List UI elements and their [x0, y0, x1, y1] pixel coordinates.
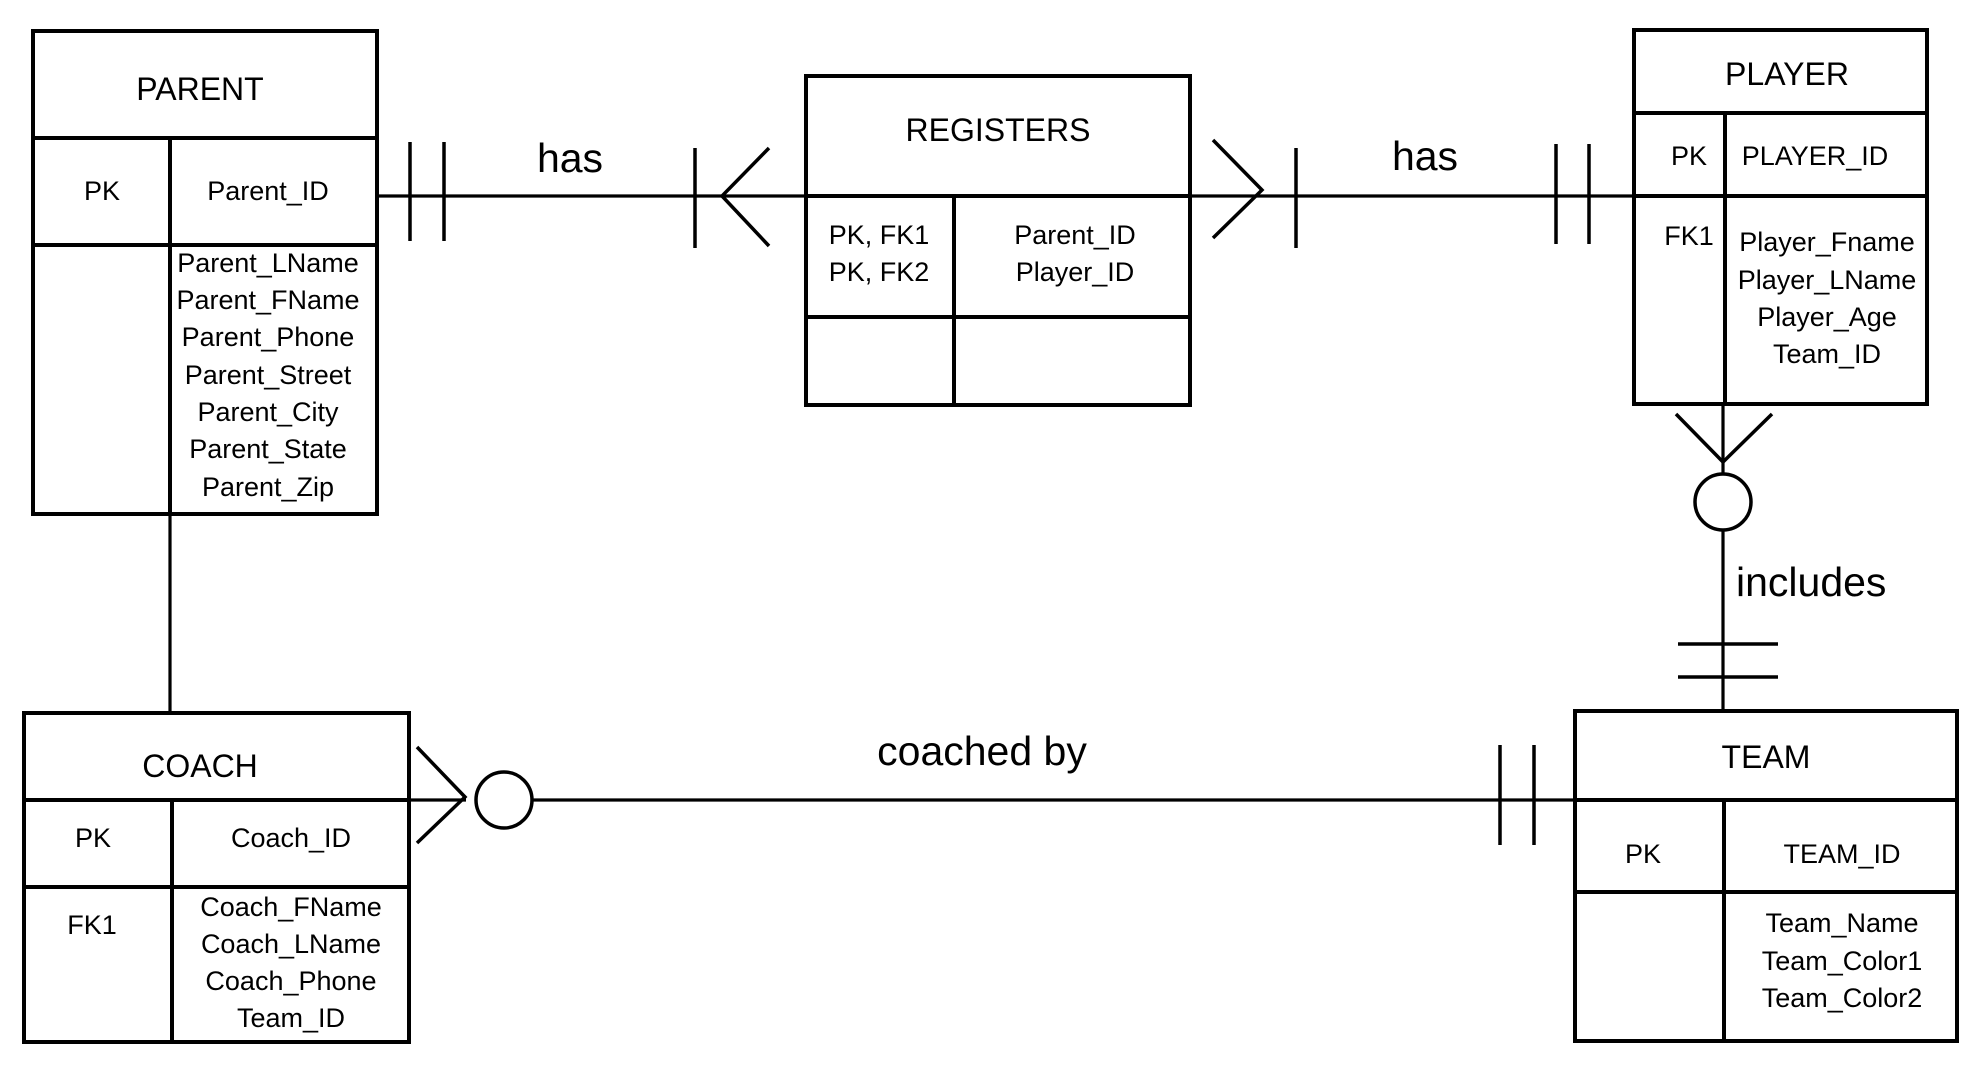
- registers-side-crows-foot: [1211, 138, 1265, 240]
- registers-box: [804, 74, 1192, 407]
- parent-pk-attr: Parent_ID: [207, 176, 329, 206]
- coach-attribute: Coach_LName: [201, 929, 381, 959]
- team-title: TEAM: [1722, 739, 1811, 775]
- player-title: PLAYER: [1725, 56, 1849, 92]
- relationship-label-parent-registers: has: [537, 135, 603, 181]
- coach-side-crows-foot: [415, 745, 468, 845]
- player-box: [1632, 28, 1929, 406]
- relationship-label-coach-team: coached by: [877, 728, 1087, 774]
- player-side-optional-circle: [1693, 472, 1753, 532]
- entity-parent: PARENT PK Parent_ID Parent_LName Parent_…: [31, 29, 379, 516]
- entity-coach: COACH PK Coach_ID FK1 Coach_FName Coach_…: [22, 711, 411, 1044]
- registers-key: PK, FK2: [829, 257, 930, 287]
- parent-attribute: Parent_FName: [176, 285, 359, 315]
- player-side-crows-foot: [1674, 412, 1774, 465]
- parent-attribute: Parent_Phone: [182, 322, 355, 352]
- parent-pk-key: PK: [84, 176, 120, 206]
- coach-box: [22, 711, 411, 1044]
- team-attribute: Team_Color2: [1762, 983, 1923, 1013]
- relationship-label-registers-player: has: [1392, 133, 1458, 179]
- parent-attribute: Parent_City: [197, 397, 339, 427]
- coach-attribute: Team_ID: [237, 1003, 345, 1033]
- coach-title: COACH: [142, 748, 258, 784]
- coach-pk-key: PK: [75, 823, 111, 853]
- parent-attribute: Parent_Street: [185, 360, 352, 390]
- coach-attribute: Coach_Phone: [205, 966, 376, 996]
- parent-box: [31, 29, 379, 516]
- team-attribute: Team_Name: [1765, 908, 1918, 938]
- parent-attribute: Parent_LName: [177, 248, 359, 278]
- parent-attribute: Parent_Zip: [202, 472, 334, 502]
- team-pk-attr: TEAM_ID: [1783, 839, 1900, 869]
- coach-pk-attr: Coach_ID: [231, 823, 351, 853]
- player-attribute: Player_Fname: [1739, 227, 1915, 257]
- player-pk-key: PK: [1671, 141, 1707, 171]
- team-box: [1573, 709, 1959, 1043]
- entity-registers: REGISTERS PK, FK1 PK, FK2 Parent_ID Play…: [804, 74, 1192, 407]
- relationship-registers-player: has: [1190, 133, 1634, 248]
- team-pk-key: PK: [1625, 839, 1661, 869]
- registers-side-crows-foot: [719, 146, 771, 248]
- player-pk-attr: PLAYER_ID: [1742, 141, 1889, 171]
- coach-fk-key: FK1: [67, 910, 117, 940]
- player-attribute: Player_Age: [1757, 302, 1897, 332]
- registers-attribute: Parent_ID: [1014, 220, 1136, 250]
- player-fk-key: FK1: [1664, 221, 1714, 251]
- entity-team: TEAM PK TEAM_ID Team_Name Team_Color1 Te…: [1573, 709, 1959, 1043]
- registers-attribute: Player_ID: [1016, 257, 1135, 287]
- relationship-coach-team: coached by: [409, 728, 1575, 845]
- registers-key: PK, FK1: [829, 220, 930, 250]
- entity-player: PLAYER PK PLAYER_ID FK1 Player_Fname Pla…: [1632, 28, 1929, 406]
- coach-attribute: Coach_FName: [200, 892, 382, 922]
- relationship-label-player-team: includes: [1736, 559, 1886, 605]
- relationship-player-team: includes: [1674, 404, 1886, 711]
- parent-attribute: Parent_State: [189, 434, 347, 464]
- player-attribute: Team_ID: [1773, 339, 1881, 369]
- parent-title: PARENT: [136, 71, 263, 107]
- coach-side-optional-circle: [474, 770, 534, 830]
- team-attribute: Team_Color1: [1762, 946, 1923, 976]
- player-attribute: Player_LName: [1738, 265, 1917, 295]
- registers-title: REGISTERS: [906, 112, 1091, 148]
- relationship-parent-registers: has: [377, 135, 806, 248]
